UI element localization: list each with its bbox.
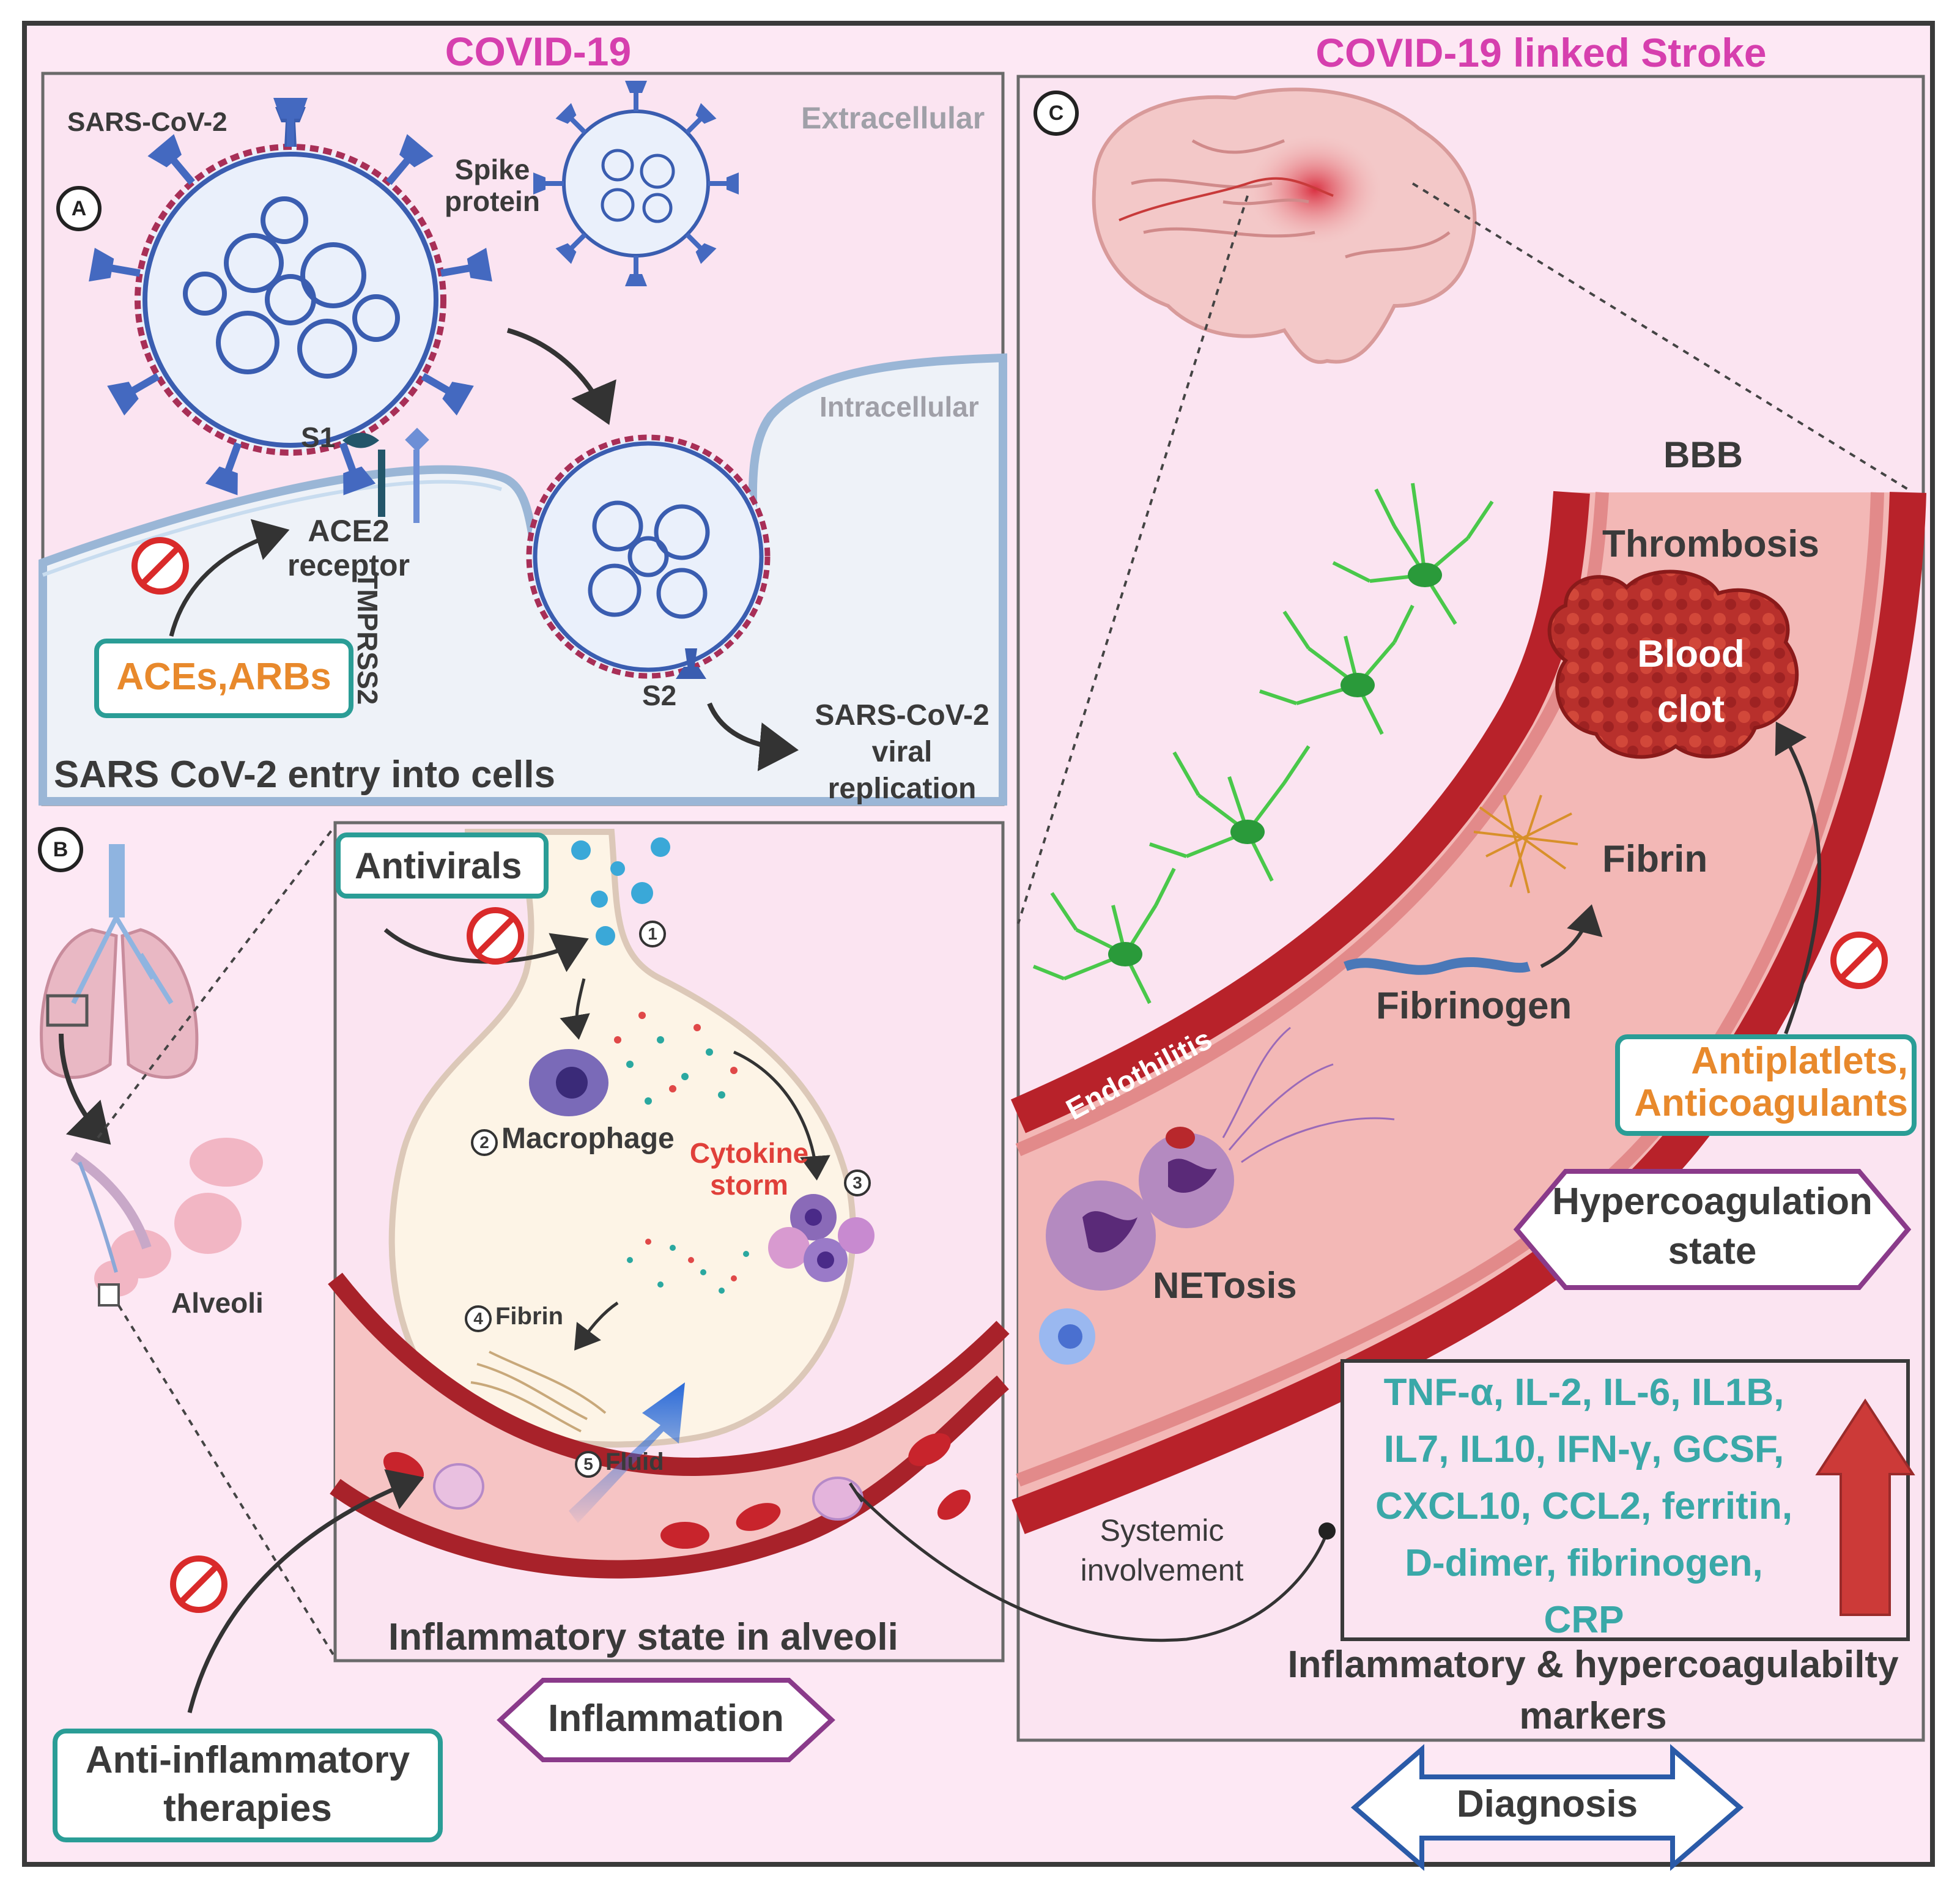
- alveoli-cluster: [70, 1138, 263, 1307]
- netosis-label: NETosis: [1153, 1265, 1297, 1306]
- markers-list: TNF-α, IL-2, IL-6, IL1B, IL7, IL10, IFN-…: [1375, 1371, 1793, 1641]
- antivirals-drug: Antivirals: [355, 845, 522, 886]
- stroke-title: COVID-19 linked Stroke: [1315, 30, 1767, 75]
- virus-label: SARS-CoV-2: [67, 107, 227, 137]
- fibrin-label: Fibrin: [1602, 838, 1708, 880]
- extracellular-label: Extracellular: [801, 101, 985, 135]
- ace2-receptor-label: ACE2 receptor: [287, 514, 410, 582]
- panel-c-letter: C: [1034, 91, 1079, 136]
- panel-a-caption: SARS CoV-2 entry into cells: [54, 754, 555, 796]
- viral-replication-label: SARS-CoV-2 viral replication: [815, 699, 989, 805]
- covid-title: COVID-19: [445, 29, 632, 74]
- thrombosis-label: Thrombosis: [1602, 523, 1819, 565]
- panel-b-letter: B: [38, 827, 83, 872]
- intracellular-label: Intracellular: [819, 391, 979, 423]
- cytokine-storm-label: Cytokine storm: [689, 1137, 809, 1201]
- s1-label: S1: [301, 421, 336, 453]
- panel-b-caption: Inflammatory state in alveoli: [388, 1616, 898, 1658]
- step-1-marker: 1: [639, 921, 670, 947]
- alveoli-label: Alveoli: [171, 1287, 264, 1319]
- step-3-marker: 3: [844, 1170, 875, 1196]
- blood-clot-label: Blood clot: [1637, 633, 1745, 730]
- brain-illustration: [1092, 87, 1477, 364]
- hypercoagulation-state: Hypercoagulation state: [1552, 1181, 1873, 1272]
- inflammation-state: Inflammation: [548, 1697, 784, 1740]
- bbb-label: BBB: [1663, 434, 1743, 475]
- anti-inflammatory-therapies: Anti-inflammatory therapies: [85, 1739, 410, 1830]
- lungs-illustration: [40, 844, 199, 1079]
- tmprss2-label: TMPRSS2: [352, 572, 383, 705]
- spike-protein-label: Spike protein: [445, 154, 540, 217]
- systemic-involvement-label: Systemic involvement: [1080, 1513, 1244, 1587]
- markers-caption: Inflammatory & hypercoagulabilty markers: [1287, 1644, 1899, 1737]
- aces-arbs-drug: ACEs,ARBs: [116, 656, 331, 698]
- blood-clot-shape: [1547, 569, 1799, 759]
- fibrinogen-label: Fibrinogen: [1376, 985, 1572, 1027]
- diagnosis-label: Diagnosis: [1456, 1783, 1638, 1825]
- s2-label: S2: [642, 680, 677, 711]
- panel-a-letter: A: [56, 186, 102, 231]
- antiplatelets-anticoagulants-drug: Antiplatlets, Anticoagulants: [1634, 1040, 1908, 1125]
